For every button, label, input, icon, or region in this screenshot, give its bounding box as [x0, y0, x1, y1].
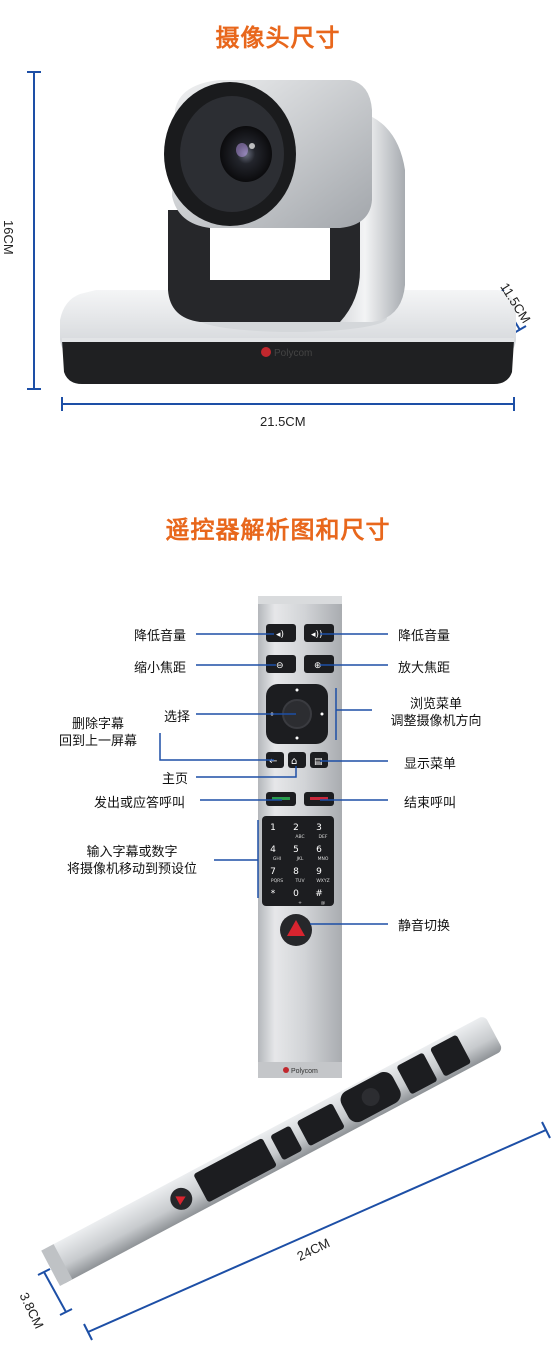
height-dimension [27, 71, 41, 390]
show-menu-label: 显示菜单 [404, 757, 457, 772]
end-call-label: 结束呼叫 [404, 796, 457, 811]
browse-menu-line1: 浏览菜单 [409, 697, 462, 712]
keypad-key-*: * [271, 889, 276, 899]
input-label: 输入字幕或数字 将摄像机移动到预设位 [52, 844, 212, 878]
select-label: 选择 [164, 710, 191, 725]
home-label: 主页 [162, 772, 189, 787]
delete-line1: 删除字幕 [71, 717, 124, 732]
keypad-key-7: 7 [270, 867, 276, 877]
width-dimension [61, 397, 515, 411]
input-line1: 输入字幕或数字 [86, 845, 178, 860]
keypad-key-1: 1 [270, 823, 276, 833]
remote-width-dimension [37, 1268, 73, 1316]
keypad-sub-#: @ [321, 900, 326, 906]
keypad-sub-7: PQRS [271, 878, 283, 884]
svg-text:▤: ▤ [314, 757, 323, 767]
keypad-key-#: # [315, 889, 323, 899]
keypad-sub-4: GHI [273, 856, 281, 862]
zoom-in-label: 放大焦距 [398, 661, 451, 676]
remote-diagram-title: 遥控器解析图和尺寸 [165, 516, 391, 544]
remote-length-dimension [83, 1121, 551, 1341]
svg-text:◂)): ◂)) [311, 630, 323, 640]
svg-text:◂): ◂) [276, 630, 284, 640]
keypad-key-8: 8 [293, 867, 299, 877]
call-label: 发出或应答呼叫 [94, 796, 186, 811]
keypad-key-2: 2 [293, 823, 299, 833]
svg-text:⊖: ⊖ [276, 661, 284, 671]
keypad-sub-3: DEF [319, 834, 328, 840]
keypad-key-9: 9 [316, 867, 322, 877]
keypad-sub-5: JKL [296, 856, 304, 862]
svg-text:←: ← [269, 756, 277, 767]
browse-menu-line2: 调整摄像机方向 [390, 714, 482, 729]
browse-menu-label: 浏览菜单 调整摄像机方向 [376, 696, 496, 730]
keypad-sub-6: MNO [318, 856, 329, 862]
keypad-sub-9: WXYZ [316, 878, 329, 884]
keypad-sub-8: TUV [294, 878, 305, 884]
keypad-key-0: 0 [293, 889, 299, 899]
keypad-sub-0: + [298, 900, 302, 906]
keypad-key-6: 6 [316, 845, 322, 855]
camera-size-title: 摄像头尺寸 [215, 24, 341, 52]
volume-down-label-left: 降低音量 [134, 629, 187, 644]
delete-line2: 回到上一屏幕 [58, 734, 137, 749]
width-label: 21.5CM [260, 414, 306, 429]
volume-down-label-right: 降低音量 [398, 629, 451, 644]
camera-illustration: Polycom [27, 71, 527, 411]
mute-label: 静音切换 [398, 919, 451, 934]
keypad-key-3: 3 [316, 823, 322, 833]
zoom-out-label: 缩小焦距 [134, 661, 187, 676]
keypad-key-4: 4 [270, 845, 276, 855]
svg-text:⊕: ⊕ [314, 661, 322, 671]
svg-text:⌂: ⌂ [291, 756, 297, 767]
delete-label: 删除字幕 回到上一屏幕 [40, 716, 156, 750]
keypad-key-5: 5 [293, 845, 299, 855]
input-line2: 将摄像机移动到预设位 [66, 862, 197, 877]
polycom-logo: Polycom [274, 348, 312, 359]
keypad-sub-2: ABC [295, 834, 304, 840]
remote-polycom-logo: Polycom [291, 1068, 318, 1075]
